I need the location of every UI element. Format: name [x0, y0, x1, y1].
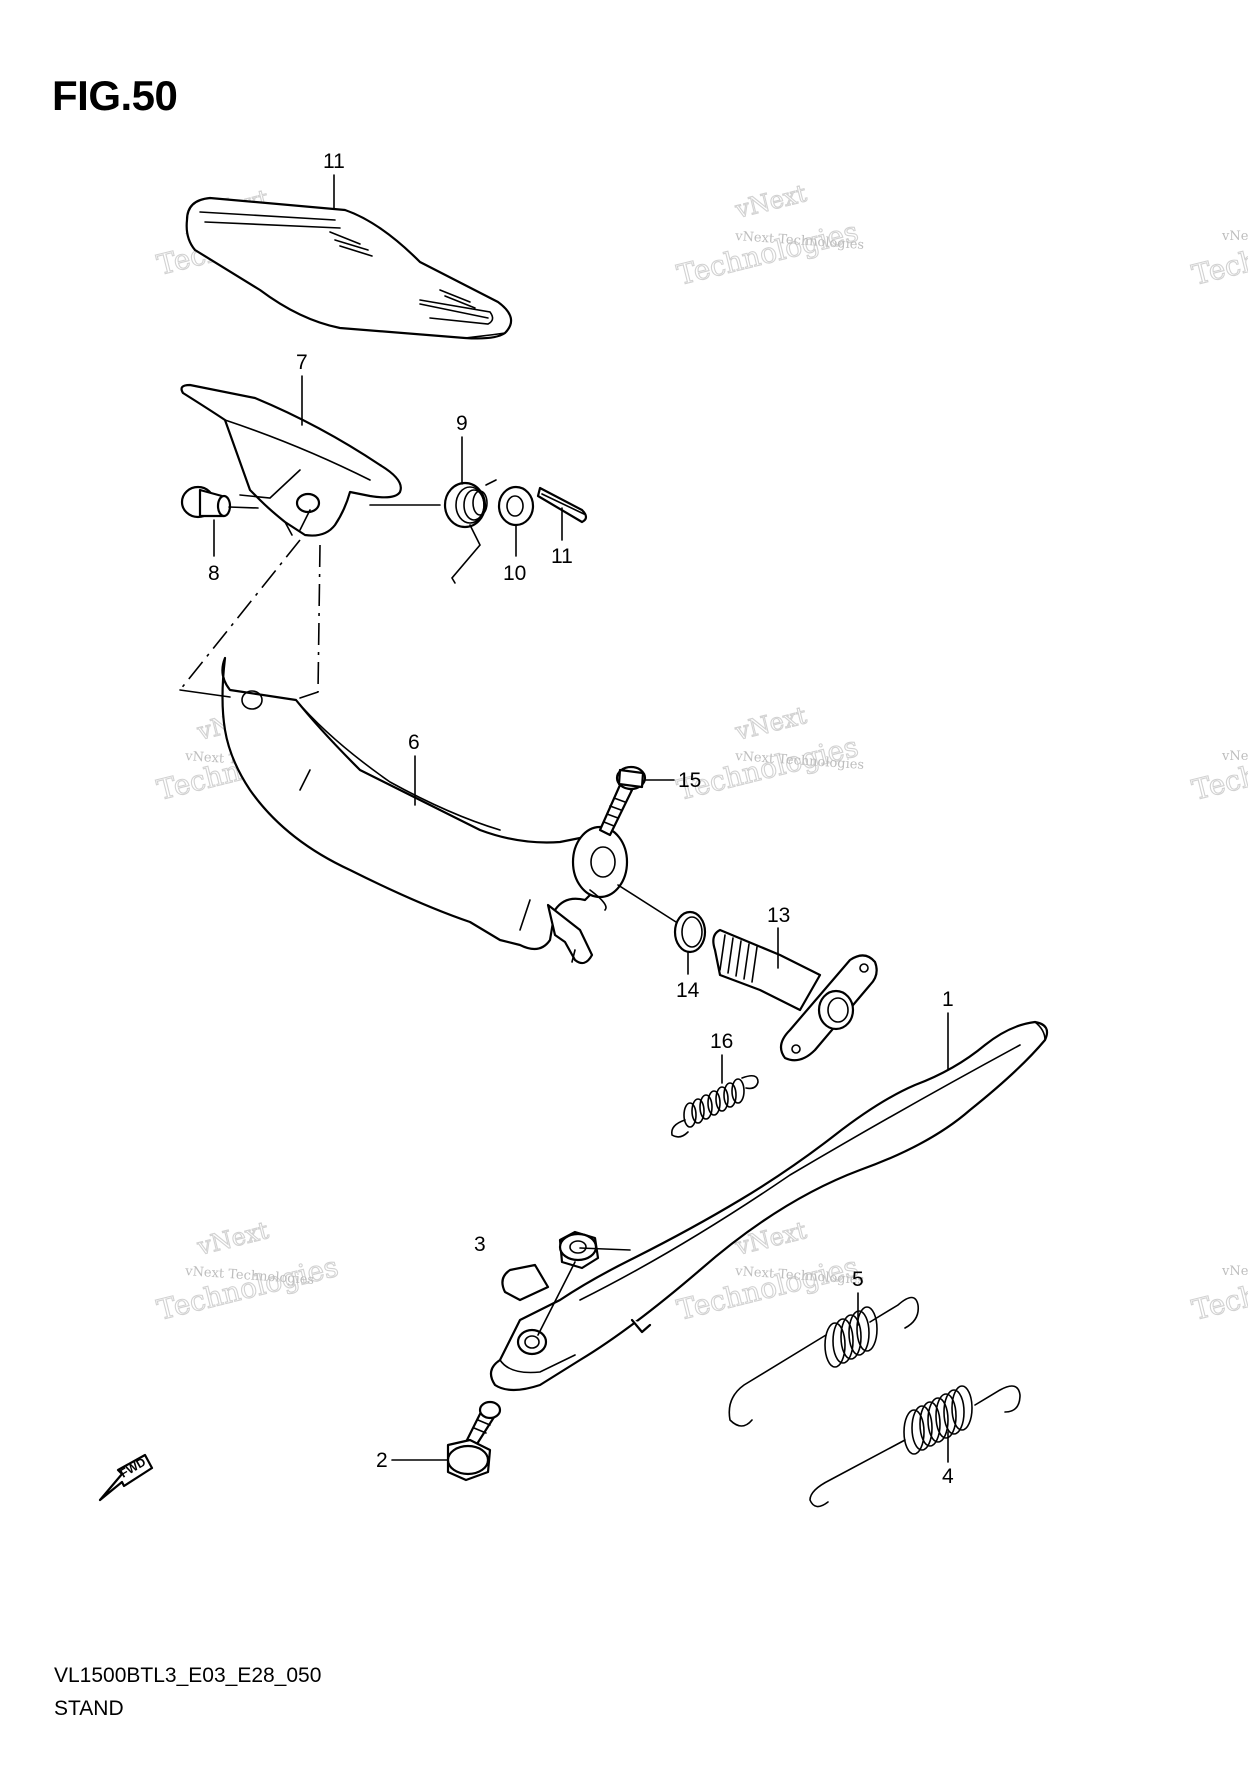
figure-title: FIG.50 — [52, 72, 178, 119]
footrest-pin-part — [180, 485, 232, 519]
callout-6: 6 — [408, 731, 420, 806]
svg-text:vNext Technologies: vNext Technologies — [1221, 229, 1248, 244]
svg-text:7: 7 — [296, 351, 308, 374]
diagram-code: VL1500BTL3_E03_E28_050 — [54, 1664, 322, 1687]
svg-text:Technologies: Technologies — [1189, 730, 1248, 807]
clamp-bolt-part — [598, 765, 647, 837]
stand-bolt-part — [446, 1400, 502, 1482]
callout-11: 11 — [551, 507, 573, 568]
stand-nut-part — [558, 1230, 600, 1270]
svg-text:9: 9 — [456, 412, 468, 435]
callout-10: 10 — [503, 525, 526, 585]
svg-text:3: 3 — [474, 1233, 486, 1256]
footrest-part — [180, 383, 402, 537]
svg-text:14: 14 — [676, 979, 700, 1002]
watermark-top-center: vNext Technologies vNext Technologies — [673, 179, 864, 293]
return-spring-part — [670, 1074, 759, 1138]
callout-12: 11 — [323, 150, 345, 209]
cotter-pin-part — [536, 486, 588, 524]
svg-text:1: 1 — [942, 988, 954, 1011]
fwd-direction-badge: FWD — [98, 1453, 154, 1502]
footrest-rubber-part — [185, 196, 513, 340]
svg-text:2: 2 — [376, 1449, 388, 1472]
callout-14: 14 — [676, 951, 700, 1002]
watermark-edge-right: vNext Technologies Technologies vNext Te… — [1188, 214, 1248, 1327]
svg-text:13: 13 — [767, 904, 790, 927]
footrest-spring-part — [443, 479, 497, 584]
svg-text:15: 15 — [678, 769, 701, 792]
svg-text:8: 8 — [208, 562, 220, 585]
callout-13: 13 — [767, 904, 790, 969]
callout-5: 5 — [852, 1268, 864, 1326]
watermark-bottom-left: vNext Technologies vNext Technologies — [153, 1216, 342, 1328]
callout-15: 15 — [645, 769, 701, 792]
watermark-mid-center: vNext Technologies vNext Technologies — [673, 701, 864, 808]
svg-text:vNext: vNext — [732, 701, 810, 746]
svg-text:vNext: vNext — [194, 1216, 272, 1261]
callout-9: 9 — [456, 412, 468, 485]
inner-spring-part — [728, 1296, 920, 1427]
svg-text:Technologies: Technologies — [1189, 215, 1248, 292]
callout-2: 2 — [376, 1449, 449, 1472]
svg-text:Technologies: Technologies — [1189, 1250, 1248, 1327]
callout-7: 7 — [296, 351, 308, 426]
svg-text:11: 11 — [551, 545, 573, 568]
svg-text:5: 5 — [852, 1268, 864, 1291]
callout-8: 8 — [208, 519, 220, 585]
svg-text:vNext Technologies: vNext Technologies — [1221, 1264, 1248, 1279]
callout-16: 16 — [710, 1030, 733, 1084]
o-ring-part — [673, 910, 707, 954]
svg-text:Technologies: Technologies — [674, 215, 862, 292]
callout-3: 3 — [474, 1233, 486, 1256]
assembly-lines — [179, 504, 677, 1336]
svg-text:vNext Technologies: vNext Technologies — [1221, 749, 1248, 764]
stand-arm-part — [221, 656, 629, 965]
callout-1: 1 — [942, 988, 954, 1071]
washer-part — [497, 485, 535, 527]
svg-text:6: 6 — [408, 731, 420, 754]
svg-text:16: 16 — [710, 1030, 733, 1053]
svg-text:11: 11 — [323, 150, 345, 173]
side-stand-part — [489, 1020, 1049, 1392]
callout-4: 4 — [942, 1431, 954, 1488]
outer-spring-part — [809, 1385, 1021, 1508]
pivot-shaft-part — [712, 928, 878, 1062]
svg-text:10: 10 — [503, 562, 526, 585]
svg-text:vNext: vNext — [732, 179, 810, 224]
section-name: STAND — [54, 1697, 124, 1720]
svg-text:Technologies: Technologies — [154, 1250, 342, 1327]
svg-text:4: 4 — [942, 1465, 954, 1488]
